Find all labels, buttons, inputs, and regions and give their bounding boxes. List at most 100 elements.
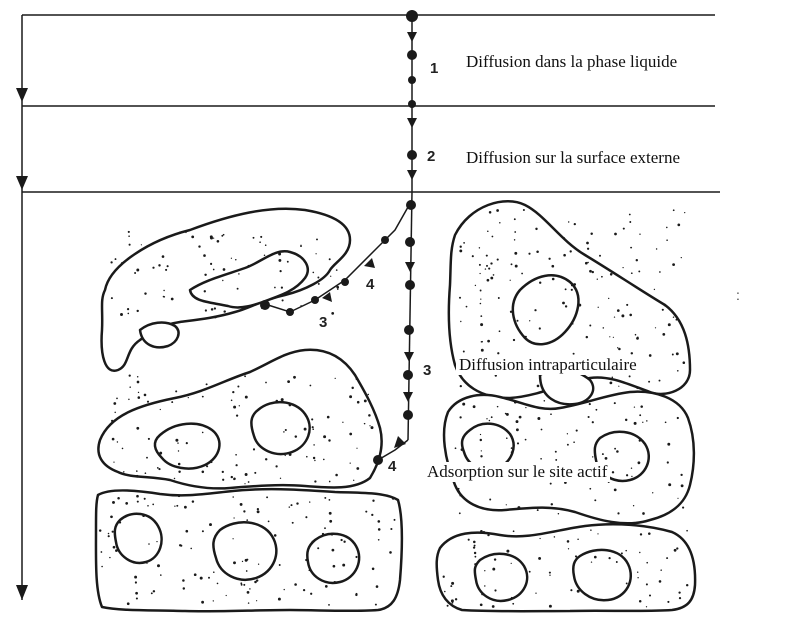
speckle-dot	[101, 566, 103, 568]
speckle-dot	[511, 447, 513, 449]
speckle-dot	[303, 589, 305, 591]
speckle-dot	[247, 591, 250, 594]
speckle-dot	[128, 399, 129, 400]
speckle-dot	[300, 245, 302, 247]
speckle-dot	[498, 297, 500, 299]
dot-branch-d	[286, 308, 294, 316]
speckle-dot	[485, 268, 486, 269]
speckle-dot	[179, 544, 181, 546]
speckle-dot	[330, 276, 331, 277]
speckle-dot	[592, 456, 593, 457]
speckle-dot	[280, 270, 282, 272]
speckle-dot	[679, 597, 681, 599]
speckle-dot	[110, 515, 113, 518]
speckle-dot	[681, 484, 684, 487]
speckle-dot	[639, 414, 641, 416]
speckle-dot	[350, 462, 351, 463]
speckle-dot	[253, 237, 255, 239]
speckle-dot	[213, 237, 214, 238]
speckle-dot	[605, 457, 608, 460]
speckle-dot	[254, 472, 256, 474]
speckle-dot	[309, 501, 310, 502]
speckle-dot	[127, 602, 130, 605]
speckle-dot	[567, 444, 569, 446]
speckle-dot	[497, 259, 499, 261]
pore-channel-10	[213, 522, 276, 579]
speckle-dot	[278, 253, 281, 256]
speckle-dot	[613, 337, 614, 338]
speckle-dot	[534, 309, 536, 311]
speckle-dot	[355, 556, 357, 558]
speckle-dot	[329, 481, 331, 483]
speckle-dot	[231, 476, 233, 478]
speckle-dot	[185, 232, 186, 233]
speckle-dot	[254, 581, 257, 584]
speckle-dot	[577, 539, 579, 541]
speckle-dot	[208, 577, 210, 579]
speckle-dot	[278, 598, 281, 601]
speckle-dot	[664, 305, 666, 307]
particle-middle-left	[98, 350, 381, 489]
speckle-dot	[329, 499, 331, 501]
speckle-dot	[666, 557, 668, 559]
speckle-dot	[570, 250, 572, 252]
speckle-dot	[480, 603, 483, 606]
stray-mark: :	[736, 287, 740, 303]
speckle-dot	[686, 530, 688, 532]
speckle-dot	[525, 336, 527, 338]
speckle-dot	[240, 582, 242, 584]
speckle-dot	[649, 354, 652, 357]
speckle-dot	[637, 388, 638, 389]
speckle-dot	[625, 550, 627, 552]
speckle-dot	[511, 563, 512, 564]
speckle-dot	[184, 506, 187, 509]
speckle-dot	[629, 214, 631, 216]
speckle-dot	[597, 279, 598, 280]
speckle-dot	[589, 488, 591, 490]
speckle-dot	[356, 467, 359, 470]
speckle-dot	[668, 323, 671, 326]
speckle-dot	[676, 352, 679, 355]
speckle-dot	[333, 565, 336, 568]
speckle-dot	[191, 236, 194, 239]
dot-3f	[403, 410, 413, 420]
speckle-dot	[652, 492, 653, 493]
speckle-dot	[142, 514, 145, 517]
speckle-dot	[349, 395, 352, 398]
speckle-dot	[494, 558, 496, 560]
speckle-dot	[639, 439, 641, 441]
dot-branch-a	[381, 236, 389, 244]
speckle-dot	[368, 394, 369, 395]
dot-1b	[408, 76, 416, 84]
speckle-dot	[475, 285, 476, 286]
speckle-dot	[659, 271, 661, 273]
speckle-dot	[349, 433, 352, 436]
speckle-dot	[114, 412, 115, 413]
speckle-dot	[614, 489, 617, 492]
speckle-dot	[257, 508, 259, 510]
speckle-dot	[479, 264, 481, 266]
speckle-dot	[325, 585, 328, 588]
speckle-dot	[677, 224, 680, 227]
speckle-dot	[631, 467, 632, 468]
speckle-dot	[285, 455, 286, 456]
speckle-dot	[222, 280, 223, 281]
speckle-dot	[116, 398, 118, 400]
speckle-dot	[626, 582, 628, 584]
speckle-dot	[213, 269, 215, 271]
speckle-dot	[231, 400, 233, 402]
speckle-dot	[233, 561, 236, 564]
speckle-dot	[328, 439, 330, 441]
speckle-dot	[662, 333, 665, 336]
speckle-dot	[217, 240, 220, 243]
speckle-dot	[204, 290, 206, 292]
speckle-dot	[592, 421, 594, 423]
speckle-dot	[356, 377, 359, 380]
speckle-dot	[548, 258, 550, 260]
speckle-dot	[459, 416, 461, 418]
speckle-dot	[496, 209, 499, 212]
speckle-dot	[237, 375, 239, 377]
speckle-dot	[571, 289, 573, 291]
speckle-dot	[549, 572, 551, 574]
speckle-dot	[327, 416, 330, 419]
